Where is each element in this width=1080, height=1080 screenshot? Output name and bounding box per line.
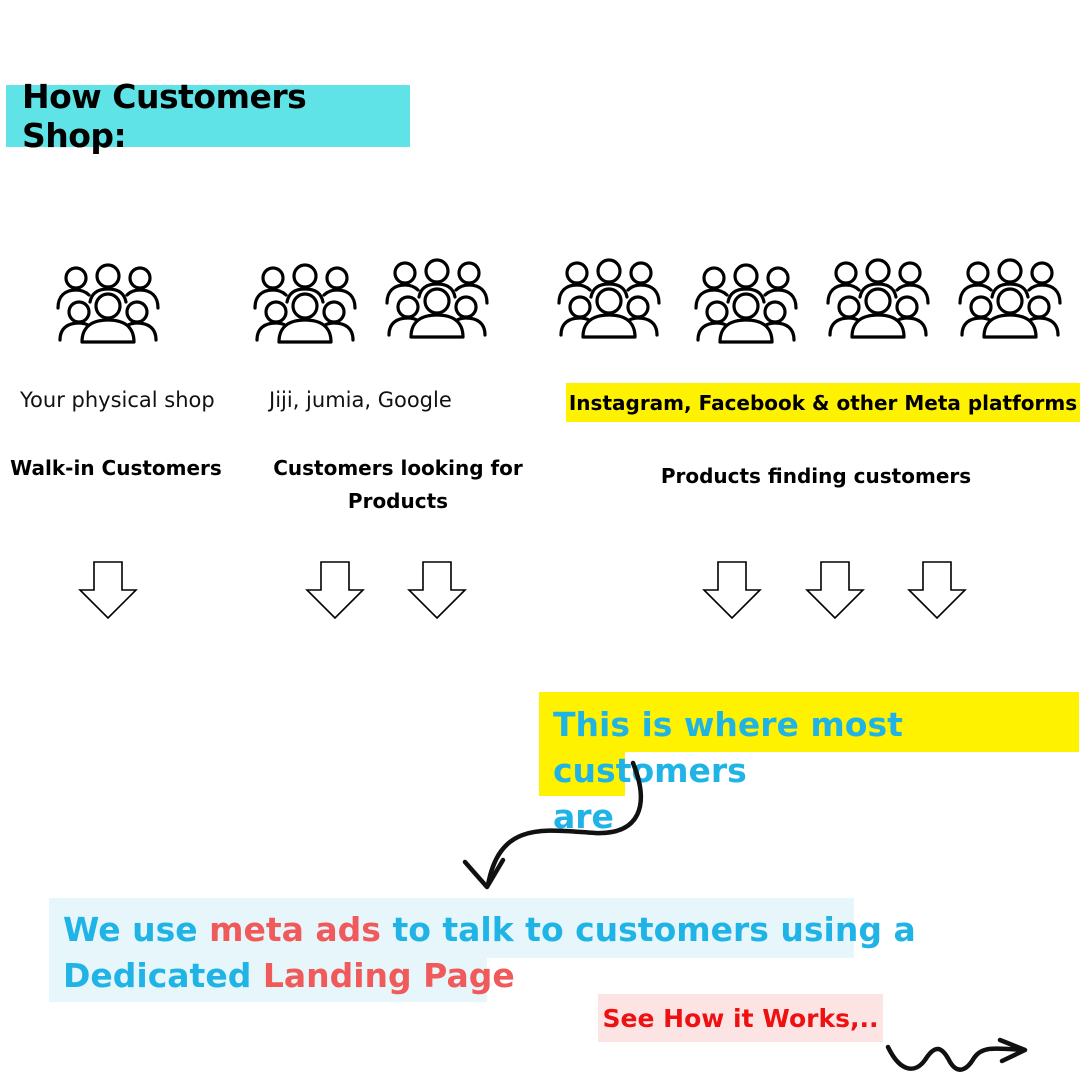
down-arrow-icon	[305, 560, 365, 620]
squiggle-arrow-head-icon	[997, 1037, 1028, 1064]
people-group-icon	[690, 262, 802, 346]
curved-arrow-head-icon	[462, 857, 506, 890]
squiggle-arrow-icon	[885, 1044, 1027, 1072]
message-line: We use meta ads to talk to customers usi…	[63, 907, 916, 953]
people-group-icon	[249, 262, 361, 346]
people-group-icon	[381, 257, 493, 341]
people-group-icon	[822, 257, 934, 341]
callout-highlight	[539, 692, 1079, 752]
down-arrow-icon	[702, 560, 762, 620]
category-products-finding-customers: Products finding customers	[660, 464, 972, 488]
source-physical-shop: Your physical shop	[20, 388, 215, 412]
message-highlight-landing-page: Landing Page	[262, 956, 515, 995]
page-title: How Customers Shop:	[22, 77, 307, 155]
message-part: Dedicated	[63, 956, 263, 995]
callout-line: This is where most customers	[553, 705, 903, 790]
people-group-icon	[954, 257, 1066, 341]
category-looking-for-products: Customers looking for Products	[268, 452, 528, 518]
message-text: We use meta ads to talk to customers usi…	[63, 907, 916, 999]
message-highlight	[49, 898, 854, 958]
cta-label: See How it Works,..	[602, 1003, 879, 1033]
category-walk-in: Walk-in Customers	[10, 456, 222, 480]
message-part: We use	[63, 910, 210, 949]
source-meta-platforms: Instagram, Facebook & other Meta platfor…	[566, 383, 1080, 422]
down-arrow-icon	[78, 560, 138, 620]
title-banner: How Customers Shop:	[6, 77, 410, 155]
category-line: Customers looking for	[273, 456, 523, 480]
message-part: to talk to customers using a	[380, 910, 916, 949]
down-arrow-icon	[805, 560, 865, 620]
people-group-icon	[52, 262, 164, 346]
source-meta-label: Instagram, Facebook & other Meta platfor…	[568, 390, 1078, 415]
message-highlight-meta-ads: meta ads	[209, 910, 381, 949]
message-line: Dedicated Landing Page	[63, 953, 853, 999]
source-online-marketplaces: Jiji, jumia, Google	[269, 388, 452, 412]
callout-line: are	[553, 797, 614, 836]
down-arrow-icon	[907, 560, 967, 620]
message-highlight	[49, 956, 487, 1002]
callout-text: This is where most customers are	[553, 702, 1073, 840]
see-how-it-works-button[interactable]: See How it Works,..	[598, 994, 883, 1042]
down-arrow-icon	[407, 560, 467, 620]
people-group-icon	[553, 257, 665, 341]
category-line: Products	[347, 489, 449, 513]
